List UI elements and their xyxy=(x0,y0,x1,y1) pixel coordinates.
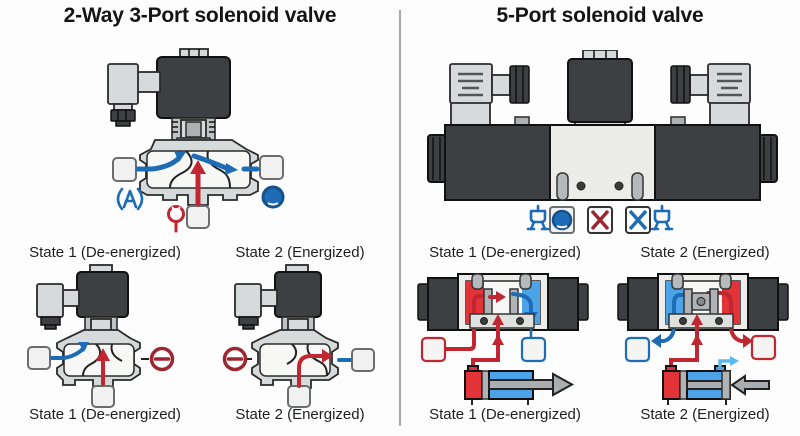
manifold-plate xyxy=(668,313,734,329)
flow-red-supply-arrow xyxy=(669,314,703,369)
five-port-state1-figure xyxy=(417,273,589,405)
flow-arrow-blue-in xyxy=(50,342,89,360)
plug-icon xyxy=(526,204,550,231)
valve-body xyxy=(427,116,778,201)
open-port-icon xyxy=(549,206,575,234)
spool-land xyxy=(683,288,693,318)
port-box-left xyxy=(27,346,51,370)
cylinder xyxy=(662,365,731,405)
solenoid-coil xyxy=(76,264,129,318)
din-connector-left-icon xyxy=(449,63,530,128)
prohibition-icon xyxy=(222,346,252,372)
port-box-left xyxy=(112,157,137,182)
valve-bonnet xyxy=(171,117,216,146)
port-box-bottom xyxy=(287,385,311,408)
right-state1-bottom-label: State 1 (De-energized) xyxy=(429,406,581,423)
flow-arrow-blue-out xyxy=(191,153,260,175)
closed-port-blue-icon xyxy=(625,206,651,234)
open-port-ball-icon xyxy=(261,185,285,209)
port-box-red xyxy=(420,336,447,363)
exhaust-arrow-lightblue xyxy=(718,356,739,368)
port-box-blue xyxy=(624,336,651,363)
plug-icon xyxy=(650,204,674,231)
spool-land xyxy=(483,288,493,318)
port-box-bottom xyxy=(91,385,115,408)
closed-port-red-icon xyxy=(587,206,613,234)
left-panel-title: 2-Way 3-Port solenoid valve xyxy=(63,4,337,27)
flow-arrow-red-supply xyxy=(190,160,206,207)
solenoid-coil xyxy=(567,50,633,127)
piston-rod-arrow xyxy=(488,372,575,397)
solenoid-coil xyxy=(156,48,231,119)
panel-divider xyxy=(399,10,401,426)
left-state2-bottom-label: State 2 (Energized) xyxy=(235,406,365,423)
left-state2-top-label: State 2 (Energized) xyxy=(235,244,365,261)
left-state1-bottom-label: State 1 (De-energized) xyxy=(29,406,181,423)
right-state2-top-label: State 2 (Energized) xyxy=(640,244,770,261)
manifold-plate xyxy=(469,313,535,329)
push-in-arrow xyxy=(730,374,770,396)
two-way-state1-figure xyxy=(27,264,175,408)
five-port-valve-figure xyxy=(427,50,778,234)
right-panel-title: 5-Port solenoid valve xyxy=(496,4,704,27)
pressure-source-icon xyxy=(167,205,185,233)
spool-land xyxy=(709,288,719,318)
flow-arrow-red-out xyxy=(297,349,333,388)
port-box-red xyxy=(750,334,777,361)
left-state1-top-label: State 1 (De-energized) xyxy=(29,244,181,261)
port-box-bottom xyxy=(186,205,210,229)
flow-red-center-arrow xyxy=(488,291,506,303)
right-state1-top-label: State 1 (De-energized) xyxy=(429,244,581,261)
five-port-state2-figure xyxy=(617,273,789,405)
spool-block xyxy=(691,292,711,311)
prohibition-icon xyxy=(141,346,175,372)
right-state2-bottom-label: State 2 (Energized) xyxy=(640,406,770,423)
port-box-right xyxy=(259,155,284,180)
two-way-valve-figure xyxy=(107,48,285,233)
flow-red-supply-arrow xyxy=(471,314,504,369)
valve-body xyxy=(251,329,339,389)
flow-arrow-blue-in xyxy=(135,151,186,172)
flow-arrow-red-supply xyxy=(96,348,110,386)
two-way-state2-figure xyxy=(222,264,375,408)
din-connector-icon xyxy=(36,283,80,330)
port-box-blue xyxy=(520,336,547,363)
cylinder xyxy=(464,365,575,405)
din-connector-icon xyxy=(234,283,278,330)
solenoid-coil xyxy=(274,264,322,318)
port-symbol-a-icon xyxy=(116,187,144,211)
din-connector-icon xyxy=(107,63,161,127)
port-box-right xyxy=(351,348,375,372)
